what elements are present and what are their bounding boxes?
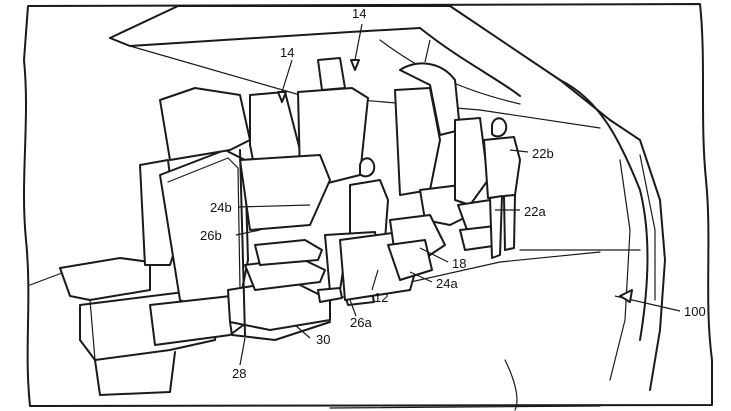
middle-seats: [339, 62, 471, 301]
label-14-left: 14: [280, 45, 294, 60]
label-30: 30: [316, 332, 330, 347]
label-28: 28: [232, 366, 246, 381]
cabin-wall: [519, 119, 666, 391]
standing-passenger: [483, 117, 521, 259]
label-12: 12: [374, 290, 388, 305]
seat-26b: [149, 149, 251, 346]
label-22b: 22b: [532, 146, 554, 161]
label-26a: 26a: [350, 315, 372, 330]
reference-labels: 14 14 22b 22a 24b 26b 18 24a 12 26a 100 …: [200, 6, 706, 381]
label-22a: 22a: [524, 204, 546, 219]
label-26b: 26b: [200, 228, 222, 243]
figure-border: [23, 3, 713, 407]
step-structure: [227, 149, 331, 341]
leader-lines: [235, 23, 681, 366]
label-100: 100: [684, 304, 706, 319]
label-24b: 24b: [210, 200, 232, 215]
label-18: 18: [452, 256, 466, 271]
label-24a: 24a: [436, 276, 458, 291]
label-14-top: 14: [352, 6, 366, 21]
far-seats: [454, 117, 501, 251]
arrows: [277, 59, 633, 303]
